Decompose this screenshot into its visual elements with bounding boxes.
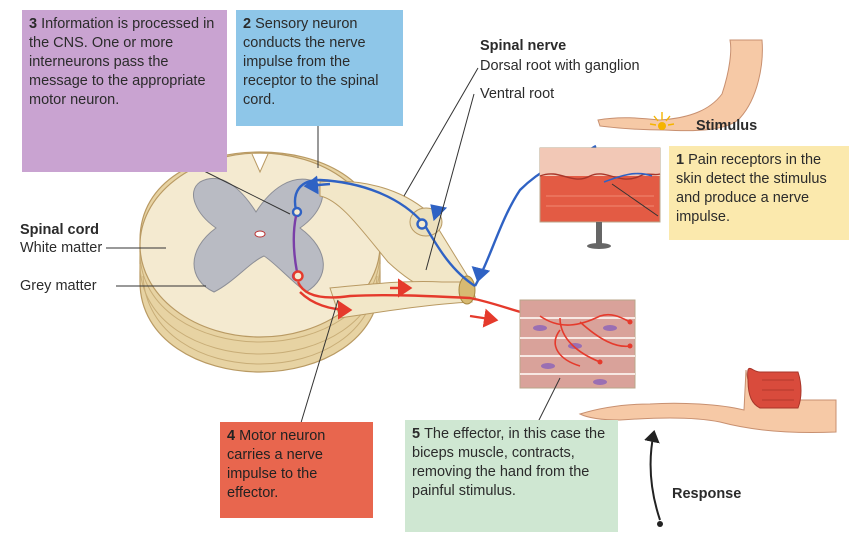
arm-response-illustration <box>580 368 836 527</box>
grey-matter-label: Grey matter <box>20 278 97 295</box>
stimulus-label: Stimulus <box>696 118 757 135</box>
spinal-nerve-label: Spinal nerve <box>480 38 566 55</box>
step-2-number: 2 <box>243 16 251 32</box>
spinal-cord-label: Spinal cord <box>20 222 99 239</box>
step-1-text: Pain receptors in the skin detect the st… <box>676 152 827 225</box>
white-matter-label: White matter <box>20 240 102 257</box>
step-5-text: The effector, in this case the biceps mu… <box>412 426 605 499</box>
ventral-root-label: Ventral root <box>480 86 554 103</box>
step-5-number: 5 <box>412 426 420 442</box>
step-4-number: 4 <box>227 428 235 444</box>
step-1-number: 1 <box>676 152 684 168</box>
step-2-text: Sensory neuron conducts the nerve impuls… <box>243 16 378 108</box>
muscle-inset <box>520 300 635 388</box>
step-3-text: Information is processed in the CNS. One… <box>29 16 214 108</box>
step-4-text: Motor neuron carries a nerve impulse to … <box>227 428 325 501</box>
dorsal-root-label: Dorsal root with ganglion <box>480 58 640 75</box>
skin-receptor-inset <box>540 148 660 249</box>
response-label: Response <box>672 486 741 503</box>
step-3-number: 3 <box>29 16 37 32</box>
